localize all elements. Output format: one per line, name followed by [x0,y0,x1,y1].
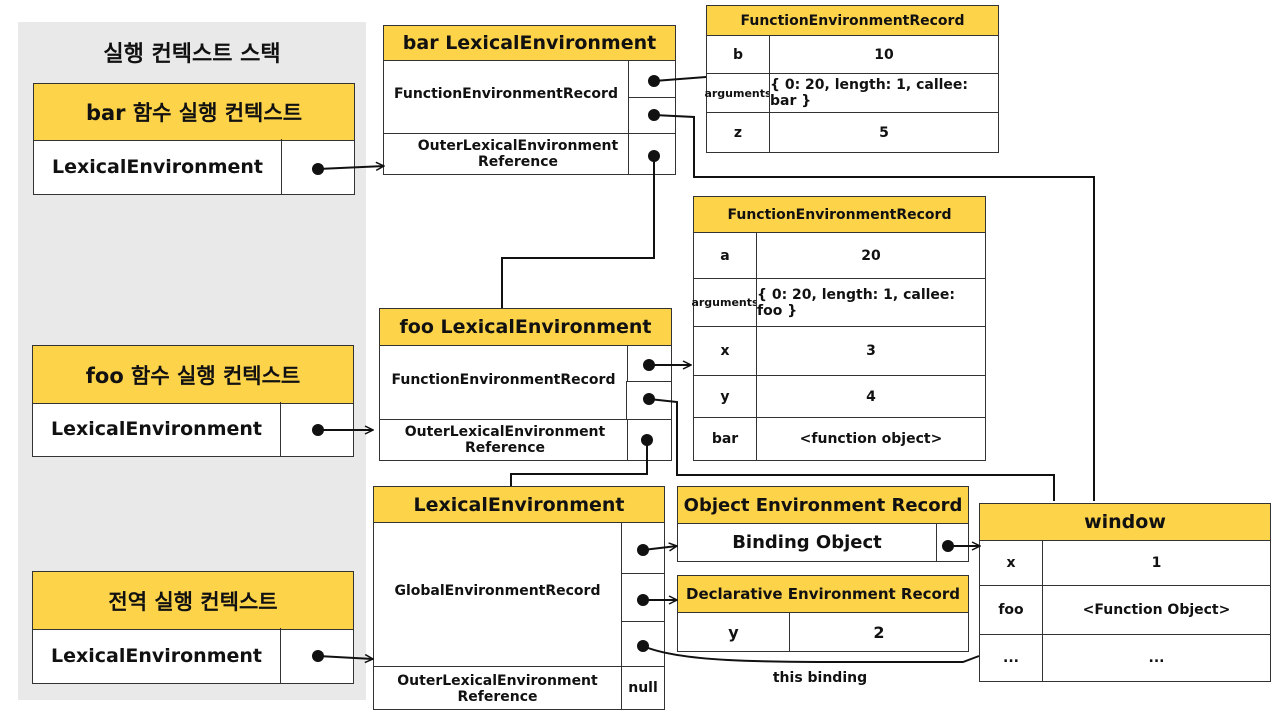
foo-record-value-bar: <function object> [756,417,986,461]
bar-record-key-z: z [706,112,770,153]
global-context-link [317,656,373,659]
foo-outer-reference [379,419,628,461]
object-record-binding: Binding Object [677,523,937,562]
object-slot-dot [942,540,954,552]
global-record-label: GlobalEnvironmentRecord [394,583,601,599]
foo-function-record-title: FunctionEnvironmentRecord [693,196,986,233]
window-key-more: ... [979,634,1043,682]
foo-outer-label: OuterLexicalEnvironment Reference [404,424,606,456]
window-value-x: 1 [1042,540,1271,586]
bar-record-label-box [383,60,629,134]
global-record-slot-3 [621,621,665,667]
this-binding-link [642,645,980,663]
bar-outer-label: OuterLexicalEnvironment Reference [417,138,619,170]
foo-context-title: foo 함수 실행 컨텍스트 [33,346,353,404]
bar-outer-dot [648,150,660,162]
foo-record-value-a: 20 [756,232,986,279]
foo-outer-link [510,440,648,486]
global-slot-2-dot [637,594,649,606]
window-value-foo: <Function Object> [1042,585,1271,635]
global-slot-1-dot [637,544,649,556]
bar-outer-link [501,156,655,308]
bar-slot-1-dot [648,75,660,87]
bar-record-label: FunctionEnvironmentRecord [394,86,618,102]
stack-title: 실행 컨텍스트 스택 [103,42,281,67]
foo-record-window-link [648,398,1055,501]
bar-context-title: bar 함수 실행 컨텍스트 [34,84,354,141]
foo-record-key-bar: bar [693,417,757,461]
global-slot-3-dot [637,640,649,652]
bar-record-value-b: 10 [769,35,999,74]
foo-record-key-a: a [693,232,757,279]
global-record-label-box [373,522,622,667]
global-execution-context: 전역 실행 컨텍스트 LexicalEnvironment [32,571,354,684]
global-context-title: 전역 실행 컨텍스트 [33,572,353,630]
global-context-lex: LexicalEnvironment [33,628,281,683]
bar-context-link [317,166,384,169]
foo-lexical-environment-title: foo LexicalEnvironment [379,308,672,346]
foo-context-dot [312,424,324,436]
global-context-dot [312,650,324,662]
bar-record-key-arguments: arguments [704,73,772,113]
foo-outer-dot [641,434,653,446]
global-lexical-environment-title: LexicalEnvironment [373,486,665,523]
bar-record-window-link [653,114,1095,501]
foo-slot-1-dot [643,359,655,371]
foo-context-lex: LexicalEnvironment [33,402,281,456]
this-binding-label: this binding [772,670,868,686]
declarative-record-value: 2 [789,612,969,652]
foo-record-value-x: 3 [756,326,986,376]
foo-record-label-box [379,345,628,420]
declarative-record-key: y [677,612,790,652]
global-outer-reference [373,666,622,710]
bar-context-lex: LexicalEnvironment [34,139,282,194]
global-outer-label: OuterLexicalEnvironment Reference [397,673,598,705]
declarative-record-title: Declarative Environment Record [677,575,969,613]
foo-record-key-x: x [693,326,757,376]
window-value-more: ... [1042,634,1271,682]
bar-record-link [653,76,707,82]
bar-record-value-z: 5 [769,112,999,153]
foo-record-key-arguments: arguments [691,278,759,327]
foo-record-label: FunctionEnvironmentRecord [391,372,616,388]
bar-lexical-environment-title: bar LexicalEnvironment [383,25,676,61]
foo-execution-context: foo 함수 실행 컨텍스트 LexicalEnvironment [32,345,354,457]
bar-context-dot [312,163,324,175]
bar-record-key-b: b [706,35,770,74]
object-record-title: Object Environment Record [677,486,969,524]
bar-execution-context: bar 함수 실행 컨텍스트 LexicalEnvironment [33,83,355,195]
foo-slot-2-dot [643,393,655,405]
bar-slot-2-dot [648,109,660,121]
global-outer-null: null [621,666,665,710]
bar-function-record-title: FunctionEnvironmentRecord [706,5,999,36]
foo-record-value-arguments: { 0: 20, length: 1, callee: foo } [756,278,986,327]
